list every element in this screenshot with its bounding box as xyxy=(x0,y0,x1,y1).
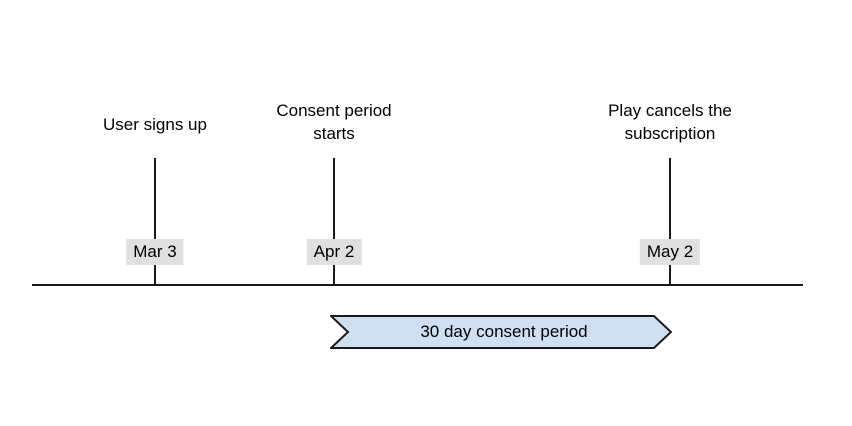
event-date-consent-period-starts: Apr 2 xyxy=(306,239,362,265)
banner-chevron-icon xyxy=(330,315,672,349)
event-label-consent-period-starts: Consent period starts xyxy=(276,101,392,143)
event-date-play-cancels-subscription: May 2 xyxy=(639,239,701,265)
consent-period-banner: 30 day consent period xyxy=(330,315,672,349)
event-tick-user-signs-up xyxy=(154,158,156,286)
event-label-user-signs-up: User signs up xyxy=(103,115,207,134)
event-date-user-signs-up: Mar 3 xyxy=(126,239,184,265)
timeline-axis xyxy=(32,284,803,286)
event-tick-play-cancels-subscription xyxy=(669,158,671,286)
event-tick-consent-period-starts xyxy=(333,158,335,286)
event-label-play-cancels-subscription: Play cancels the subscription xyxy=(608,101,732,143)
